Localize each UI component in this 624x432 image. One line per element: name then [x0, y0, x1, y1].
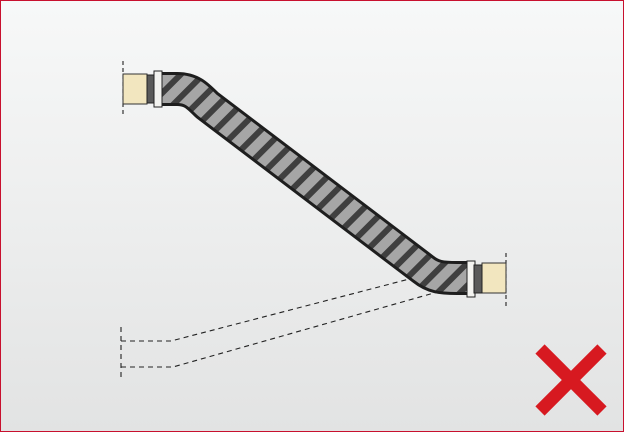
reference-hose-upper-edge	[121, 276, 418, 342]
right-pipe-stub	[481, 262, 507, 294]
reference-hose-lower-edge	[121, 290, 442, 368]
reference-dashed-routing	[120, 276, 442, 377]
flexible-hose-corrugation	[161, 75, 471, 292]
right-hose-fitting	[466, 260, 483, 298]
left-pipe-stub	[122, 73, 148, 105]
red-x-icon	[535, 344, 607, 416]
left-hose-fitting	[146, 70, 163, 108]
